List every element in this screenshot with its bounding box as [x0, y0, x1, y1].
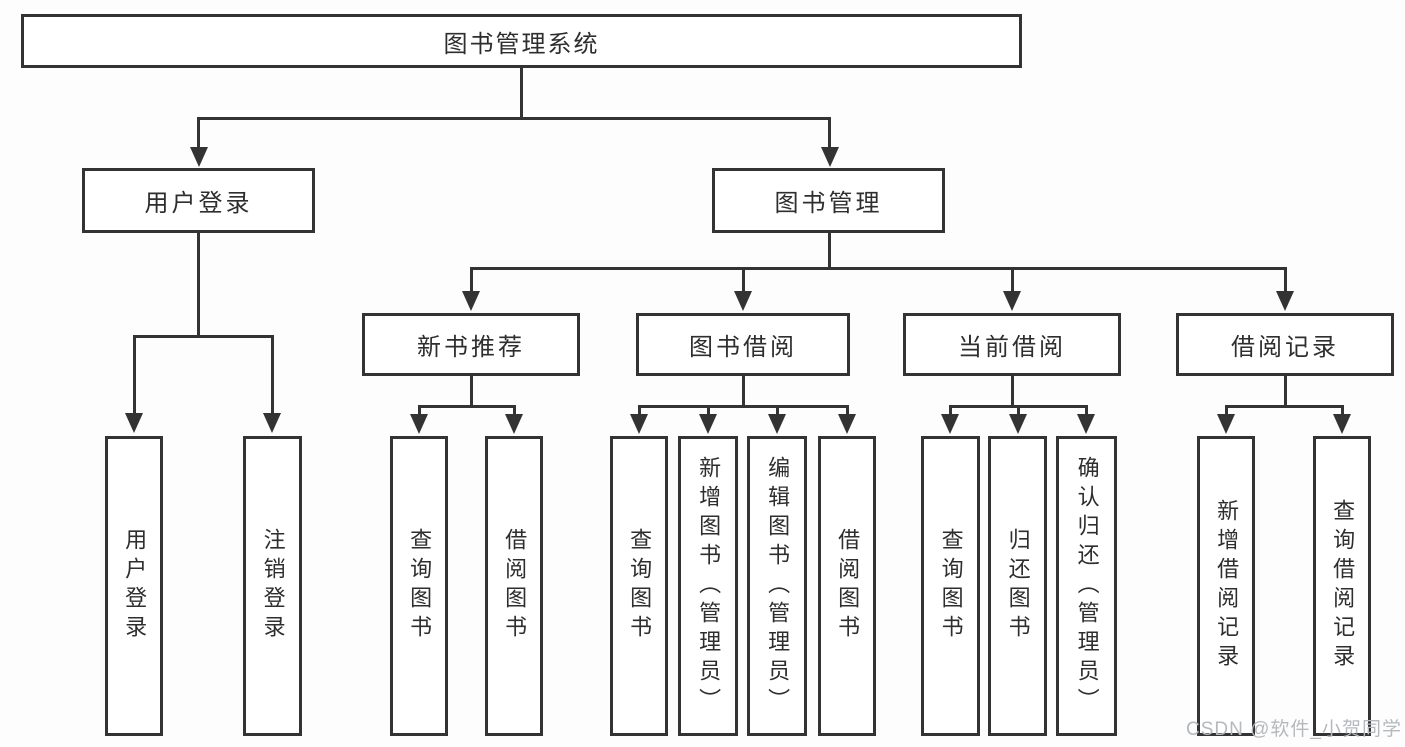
arrow-down-icon [1077, 414, 1095, 434]
leaf-edit-book-admin: 编辑图书（管理员） [747, 436, 807, 736]
arrow-down-icon [630, 414, 648, 434]
node-label: 图书借阅 [689, 334, 797, 361]
connector-line [637, 404, 849, 408]
leaf-query-borrow-record: 查询借阅记录 [1313, 436, 1371, 736]
arrow-down-icon [1003, 291, 1021, 311]
arrow-down-icon [734, 291, 752, 311]
connector-line [1084, 404, 1088, 417]
arrow-down-icon [768, 414, 786, 434]
connector-line [1283, 266, 1287, 294]
connector-line [417, 404, 421, 417]
arrow-down-icon [699, 414, 717, 434]
node-label: 编辑图书（管理员） [765, 455, 791, 717]
connector-line [469, 266, 1287, 270]
connector-line [197, 116, 200, 151]
leaf-add-book-admin: 新增图书（管理员） [678, 436, 738, 736]
connector-line [1224, 404, 1228, 417]
connector-line [741, 266, 745, 294]
arrow-down-icon [263, 413, 281, 433]
node-library-system: 图书管理系统 [21, 14, 1022, 68]
node-label: 借阅图书 [835, 528, 861, 644]
node-label: 查询图书 [627, 528, 653, 644]
arrow-down-icon [189, 147, 208, 167]
connector-line [469, 266, 473, 294]
arrow-down-icon [410, 414, 428, 434]
connector-line [741, 376, 745, 408]
node-current-borrow: 当前借阅 [903, 313, 1121, 376]
leaf-return-book: 归还图书 [988, 436, 1047, 736]
connector-line [417, 404, 516, 408]
leaf-query-books-recommend: 查询图书 [390, 436, 448, 736]
arrow-down-icon [1276, 291, 1294, 311]
connector-line [1016, 404, 1020, 417]
arrow-down-icon [125, 413, 143, 433]
node-book-borrow: 图书借阅 [636, 313, 850, 376]
node-label: 查询图书 [938, 528, 964, 644]
leaf-user-login: 用户登录 [105, 436, 163, 736]
arrow-down-icon [1333, 414, 1351, 434]
arrow-down-icon [820, 147, 839, 167]
leaf-query-books-borrow: 查询图书 [610, 436, 668, 736]
arrow-down-icon [838, 414, 856, 434]
connector-line [469, 376, 473, 408]
node-label: 新增借阅记录 [1214, 499, 1240, 673]
node-borrow-records: 借阅记录 [1176, 313, 1394, 376]
connector-line [512, 404, 516, 417]
leaf-logout: 注销登录 [243, 436, 302, 736]
connector-line [1224, 404, 1344, 408]
node-label: 借阅图书 [502, 528, 528, 644]
connector-line [1010, 266, 1014, 294]
connector-line [520, 68, 523, 120]
leaf-query-books-current: 查询图书 [921, 436, 980, 736]
leaf-add-borrow-record: 新增借阅记录 [1197, 436, 1255, 736]
node-label: 归还图书 [1005, 528, 1031, 644]
node-label: 新书推荐 [417, 334, 525, 361]
connector-line [1340, 404, 1344, 417]
leaf-borrow-books-recommend: 借阅图书 [485, 436, 543, 736]
node-label: 查询借阅记录 [1330, 499, 1356, 673]
connector-line [637, 404, 641, 417]
node-label: 用户登录 [122, 528, 148, 644]
connector-line [132, 334, 274, 338]
node-label: 图书管理系统 [443, 30, 600, 58]
node-label: 图书管理 [774, 190, 883, 217]
node-new-book-recommend: 新书推荐 [362, 313, 580, 376]
csdn-watermark: CSDN @软件_小贺同学 [1186, 719, 1402, 740]
node-label: 确认归还（管理员） [1074, 455, 1100, 717]
connector-line [775, 404, 779, 417]
connector-line [1010, 376, 1014, 408]
connector-line [845, 404, 849, 417]
connector-line [132, 334, 136, 416]
node-user-login: 用户登录 [82, 168, 315, 233]
node-label: 用户登录 [144, 190, 253, 217]
arrow-down-icon [462, 291, 480, 311]
connector-line [828, 233, 831, 270]
arrow-down-icon [941, 414, 959, 434]
connector-line [706, 404, 710, 417]
connector-line [197, 116, 831, 120]
connector-line [270, 334, 274, 416]
connector-line [828, 116, 831, 151]
arrow-down-icon [1009, 414, 1027, 434]
node-label: 查询图书 [407, 528, 433, 644]
connector-line [197, 233, 200, 338]
leaf-borrow-books: 借阅图书 [818, 436, 876, 736]
leaf-confirm-return-admin: 确认归还（管理员） [1056, 436, 1117, 736]
node-label: 当前借阅 [958, 334, 1066, 361]
node-label: 借阅记录 [1231, 334, 1339, 361]
arrow-down-icon [505, 414, 523, 434]
arrow-down-icon [1217, 414, 1235, 434]
node-label: 注销登录 [260, 528, 286, 644]
node-label: 新增图书（管理员） [696, 455, 722, 717]
connector-line [1283, 376, 1287, 408]
node-book-management: 图书管理 [712, 168, 945, 233]
connector-line [948, 404, 952, 417]
